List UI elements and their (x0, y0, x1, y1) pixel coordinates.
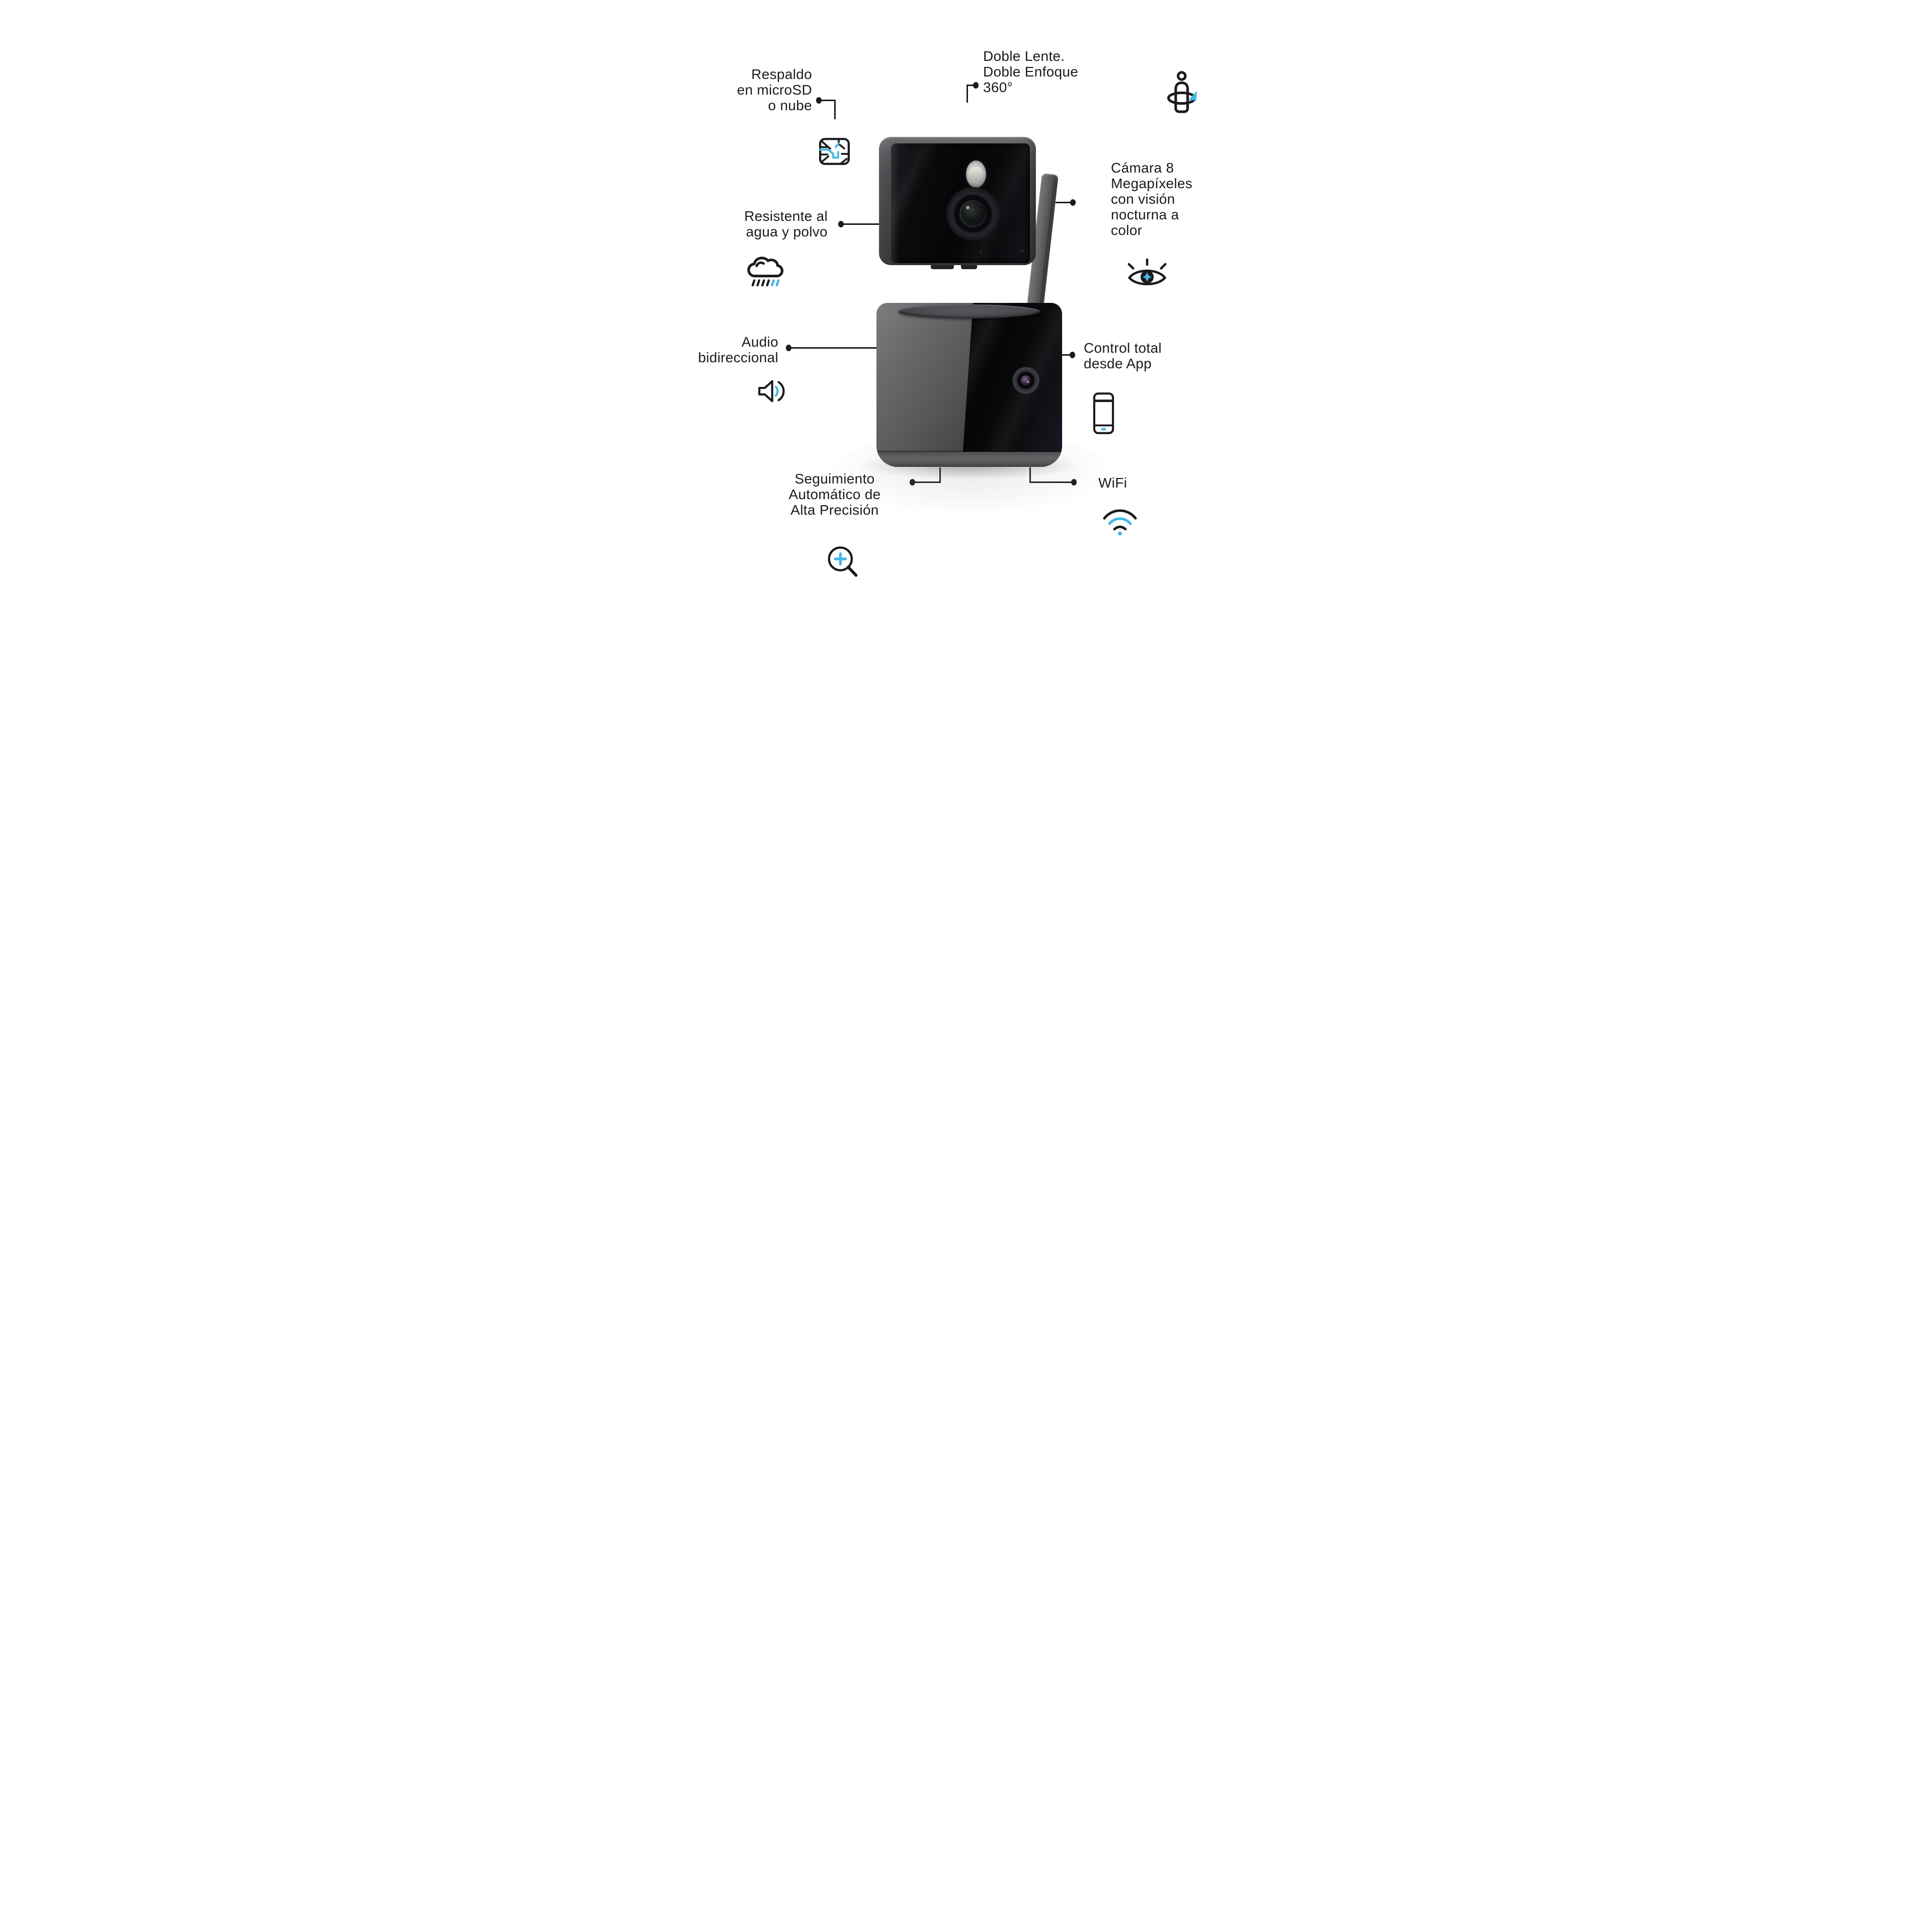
person-rotate-360-icon (1164, 70, 1197, 115)
connector-dot (973, 82, 979, 89)
microphone-hole (980, 251, 982, 254)
connector-line (967, 85, 968, 103)
callout-resistente-text: Resistente al agua y polvo (744, 208, 828, 239)
callout-line: Control total (1084, 340, 1162, 356)
camera-spotlight-sensor (966, 160, 986, 188)
camera-main-lens-glass (959, 200, 987, 227)
rain-cloud-icon (745, 249, 785, 289)
callout-camara-8mp-text: Cámara 8 Megapíxeles con visión nocturna… (1111, 160, 1192, 238)
callout-line: Seguimiento (777, 471, 893, 487)
callout-audio-text: Audio bidireccional (698, 334, 778, 365)
camera-base-turntable (898, 304, 1040, 318)
camera-secondary-lens (1012, 367, 1039, 394)
callout-line: desde App (1084, 356, 1152, 371)
camera-main-lens (946, 187, 1000, 241)
callout-line: WiFi (1098, 475, 1128, 491)
camera-base (876, 303, 1062, 467)
connector-line (1029, 481, 1073, 483)
callout-seguimiento-text: Seguimiento Automático de Alta Precisión (777, 471, 893, 518)
callout-wifi-text: WiFi (1098, 475, 1127, 491)
camera-head-hinge (961, 265, 977, 269)
callout-control-app-text: Control total desde App (1084, 340, 1162, 371)
camera-head (879, 137, 1036, 269)
camera-base-bottom-edge (876, 452, 1062, 467)
smartphone-icon (1093, 392, 1114, 434)
wifi-signal-icon (1102, 506, 1138, 535)
microphone-hole (1021, 250, 1023, 252)
callout-line: Automático de (788, 487, 881, 502)
connector-line (790, 347, 877, 349)
callout-respaldo-text: Respaldo en microSD o nube (737, 66, 812, 113)
connector-dot (1071, 479, 1077, 486)
callout-line: bidireccional (698, 350, 778, 365)
callout-line: con visión (1111, 191, 1175, 207)
camera-secondary-lens-ring (1016, 371, 1035, 390)
camera-head-hinge (931, 265, 954, 269)
connector-line (939, 467, 941, 483)
lens-highlight (1027, 381, 1029, 383)
connector-line (1029, 467, 1031, 483)
callout-line: Cámara 8 (1111, 160, 1174, 176)
callout-line: o nube (768, 98, 812, 113)
product-infographic: Respaldo en microSD o nube Doble Lente. … (664, 0, 1268, 604)
camera-main-lens-ring (953, 194, 993, 234)
callout-line: nocturna a (1111, 207, 1179, 222)
magnifier-zoom-plus-icon (825, 544, 862, 582)
callout-line: agua y polvo (746, 224, 828, 239)
connector-line (967, 85, 975, 86)
camera-secondary-lens-glass (1021, 375, 1031, 385)
connector-line (913, 481, 941, 483)
microsd-chip-icon (819, 138, 850, 165)
connector-line (819, 100, 836, 101)
connector-line (1056, 202, 1072, 203)
camera-head-front-panel (891, 143, 1030, 263)
connector-dot (786, 345, 791, 351)
connector-dot (1070, 352, 1075, 358)
connector-line (834, 100, 836, 119)
callout-doble-lente-text: Doble Lente. Doble Enfoque 360° (983, 48, 1078, 95)
callout-line: Resistente al (744, 208, 828, 224)
callout-line: 360° (983, 79, 1013, 95)
callout-line: Respaldo (751, 66, 812, 82)
speaker-sound-icon (758, 376, 790, 406)
connector-dot (910, 479, 915, 486)
lens-highlight (966, 206, 970, 209)
callout-line: Doble Lente. (983, 48, 1065, 64)
connector-dot (816, 97, 822, 104)
callout-line: Doble Enfoque (983, 64, 1079, 79)
camera-base-gloss (961, 303, 1062, 467)
connector-line (842, 223, 880, 225)
callout-line: color (1111, 222, 1143, 238)
connector-dot (838, 221, 844, 227)
callout-line: Alta Precisión (790, 502, 879, 518)
callout-line: en microSD (737, 82, 812, 98)
camera-base-front-face (961, 303, 1062, 467)
night-vision-eye-icon (1127, 258, 1167, 288)
callout-line: Megapíxeles (1111, 176, 1193, 191)
callout-line: Audio (741, 334, 778, 350)
connector-line (1058, 354, 1071, 356)
connector-dot (1070, 199, 1076, 206)
